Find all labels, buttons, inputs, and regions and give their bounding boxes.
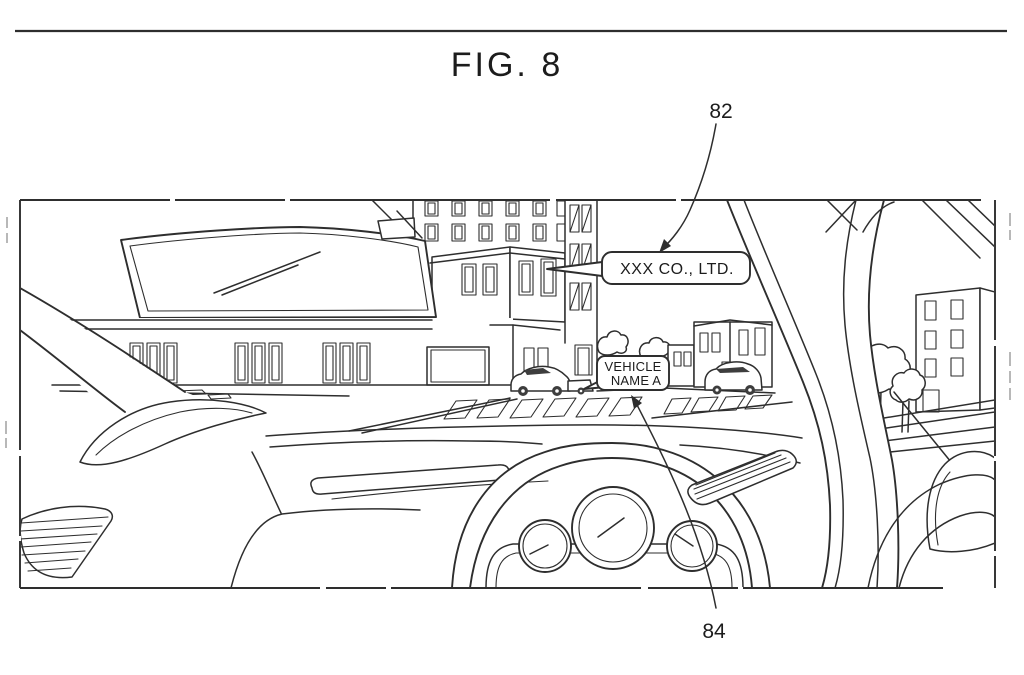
- steering-wheel: [451, 442, 771, 587]
- headliner-corner-lines: [921, 201, 994, 259]
- figure-title: FIG. 8: [451, 46, 563, 84]
- window-building: [915, 287, 994, 413]
- left-air-vent: [21, 505, 114, 579]
- mid-corner-building: [429, 246, 566, 323]
- bush: [596, 330, 629, 356]
- ref-82: 82: [709, 100, 732, 123]
- ref-84: 84: [702, 620, 726, 643]
- crosswalk-left: [443, 396, 643, 420]
- dashboard-cowl: [230, 424, 803, 587]
- instrument-cluster: [485, 486, 744, 587]
- frame-border: [19, 199, 996, 589]
- company-sign-bubble: XXX CO., LTD.: [546, 251, 751, 285]
- narrow-tall-building: [564, 201, 598, 388]
- gauge-right: [666, 520, 718, 572]
- arrowhead-82: [659, 239, 671, 253]
- page-edge-ticks: [5, 213, 1011, 448]
- garage-door: [426, 346, 490, 386]
- window-sill-lines: [877, 399, 994, 453]
- company-sign-text: XXX CO., LTD.: [620, 261, 734, 278]
- billboard-mount: [371, 201, 423, 240]
- gauge-left: [518, 519, 572, 573]
- right-a-pillar: [726, 201, 900, 587]
- side-mirror-sail: [79, 399, 282, 514]
- scene: XXX CO., LTD. VEHICLE NAME A: [21, 201, 994, 587]
- billboard: [120, 201, 437, 319]
- gauge-needle: [597, 517, 625, 538]
- parked-suv: [704, 361, 763, 395]
- door-panel: [867, 450, 994, 587]
- gauge-needle: [674, 533, 694, 547]
- leader-82: 82: [659, 100, 733, 253]
- vehicle-name-line1: VEHICLE: [604, 359, 661, 374]
- dash-trim-strip: [310, 464, 510, 495]
- left-a-pillar: [21, 287, 242, 432]
- arrowhead-84: [631, 395, 642, 409]
- gauge-needle: [529, 544, 549, 555]
- leader-84: 84: [631, 395, 726, 643]
- crosswalk-right: [663, 394, 773, 415]
- defroster-vent: [687, 449, 797, 506]
- gauge-center: [571, 486, 655, 570]
- vehicle-name-bubble: VEHICLE NAME A: [583, 355, 670, 391]
- vehicle-name-line2: NAME A: [611, 373, 661, 388]
